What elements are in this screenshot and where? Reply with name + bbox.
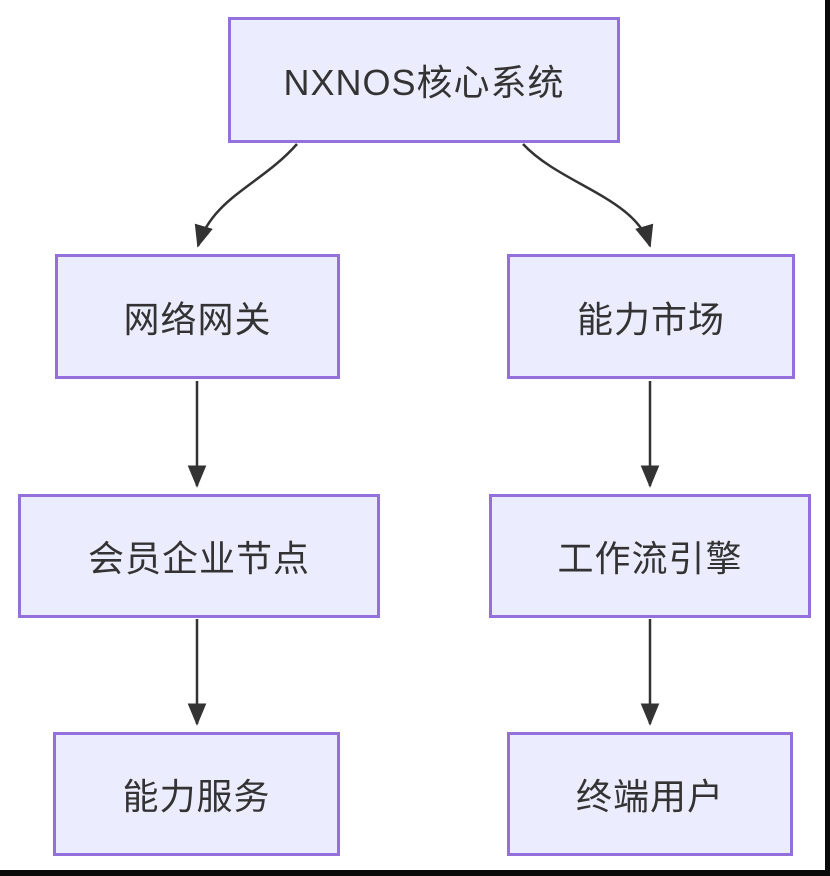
node-workflow-engine: 工作流引擎 [489, 494, 811, 618]
node-member-enterprise-node: 会员企业节点 [18, 494, 380, 618]
node-network-gateway: 网络网关 [55, 254, 340, 379]
node-capability-service: 能力服务 [53, 732, 340, 856]
window-edge-bottom [0, 870, 830, 876]
edge-root-to-market [522, 143, 654, 248]
node-end-user: 终端用户 [507, 732, 793, 856]
node-capability-market: 能力市场 [507, 254, 795, 379]
node-nxnos-core-system: NXNOS核心系统 [228, 17, 620, 143]
window-edge-right [825, 0, 830, 876]
edge-root-to-gateway [194, 143, 298, 248]
